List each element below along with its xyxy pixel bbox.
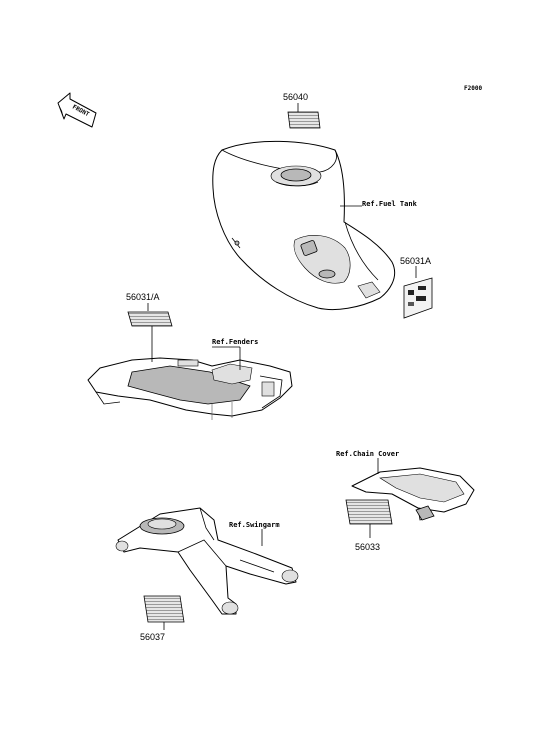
ref-swingarm: Ref.Swingarm — [229, 521, 280, 529]
ref-fuel-tank: Ref.Fuel Tank — [362, 200, 418, 208]
chain-cover-drawing — [351, 467, 475, 521]
fuel-tank-drawing — [212, 140, 396, 311]
part-label-56031A: 56031A — [400, 256, 431, 266]
diagram-code: F2000 — [464, 85, 482, 92]
part-label-56031-A: 56031/A — [126, 292, 160, 302]
part-label-56037: 56037 — [140, 632, 165, 642]
part-label-56040: 56040 — [283, 92, 308, 102]
rear-fender-drawing — [87, 357, 293, 420]
part-label-56033: 56033 — [355, 542, 380, 552]
swingarm-drawing — [115, 507, 299, 615]
decal-56031-A-fender: 56031/A — [126, 292, 173, 362]
front-arrow-icon: FRONT — [57, 92, 97, 128]
ref-chain-cover: Ref.Chain Cover — [336, 450, 399, 458]
decal-56037: 56037 — [140, 595, 185, 642]
decal-56040: 56040 — [283, 92, 321, 129]
decal-56031A-tank: 56031A — [400, 256, 433, 319]
decal-56033: 56033 — [345, 499, 393, 552]
ref-fenders: Ref.Fenders — [212, 338, 258, 346]
